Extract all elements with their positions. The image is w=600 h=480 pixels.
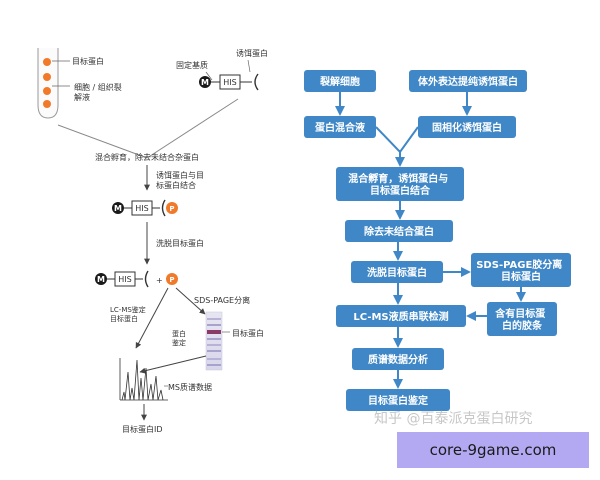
flow-text-band: 含有目标蛋 白的胶条 (495, 307, 548, 332)
m-label: M (201, 78, 209, 87)
label-lcms-ident: LC-MS鉴定 目标蛋白 (110, 305, 148, 323)
label-cell-lysate-l2: 解液 (74, 92, 90, 102)
flow-box-sds (471, 253, 571, 287)
flow-box-immobilize (418, 116, 516, 138)
flow-text-mix: 蛋白混合液 (315, 121, 365, 134)
label-ms-data: MS质谱数据 (168, 382, 212, 392)
label-immobilized-substrate: 固定基质 (176, 60, 208, 70)
flow-box-lyse (304, 70, 376, 92)
flow-text-lcms: LC-MS液质串联检测 (353, 310, 448, 323)
his-label: HIS (223, 78, 236, 87)
label-bait-protein: 诱饵蛋白 (236, 48, 268, 58)
his-label: HIS (118, 275, 131, 284)
label-bait-target-binding: 诱饵蛋白与目 标蛋白结合 (156, 170, 207, 190)
flow-box-band (487, 302, 557, 336)
flow-text-immobilize: 固相化诱饵蛋白 (432, 121, 502, 134)
label-elute: 洗脱目标蛋白 (156, 238, 204, 248)
label-incubate: 混合孵育，除去未结合杂蛋白 (95, 152, 199, 162)
flow-box-ms-analysis (352, 348, 444, 370)
flow-text-identify: 目标蛋白鉴定 (368, 394, 428, 407)
flow-text-remove: 除去未结合蛋白 (364, 225, 434, 238)
flow-text-express: 体外表达提纯诱饵蛋白 (418, 75, 518, 88)
flow-text-sds: SDS-PAGE胶分离 目标蛋白 (476, 258, 566, 283)
m-label: M (114, 204, 122, 213)
label-target-id: 目标蛋白ID (122, 424, 163, 434)
label-sds-sep: SDS-PAGE分离 (194, 295, 250, 305)
sds-gel-icon (205, 311, 223, 371)
flow-text-elute: 洗脱目标蛋白 (367, 266, 427, 279)
p-label: P (169, 276, 174, 284)
label-cell-lysate: 细胞 / 组织裂 解液 (74, 82, 124, 102)
flow-box-mix (304, 116, 376, 138)
flow-box-express (409, 70, 527, 92)
eluted-complex: M HIS + P (95, 270, 178, 288)
flow-text-incubate: 混合孵育，诱饵蛋白与 目标蛋白结合 (348, 172, 451, 197)
his-label: HIS (135, 204, 148, 213)
label-cell-lysate-l1: 细胞 / 组织裂 (74, 82, 122, 92)
label-target-protein: 目标蛋白 (72, 56, 104, 66)
site-banner[interactable]: core-9game.com (397, 432, 589, 468)
m-label: M (97, 275, 105, 284)
bait-molecule-top: M HIS (199, 73, 259, 91)
p-label: P (169, 205, 174, 213)
flow-box-remove (345, 220, 453, 242)
merge-lines (375, 126, 419, 154)
label-target-band: 目标蛋白 (232, 328, 264, 338)
label-protein-ident: 蛋白 鉴定 (172, 329, 188, 347)
flow-box-incubate (336, 167, 464, 201)
flow-box-identify (346, 389, 450, 411)
ms-spectrum-icon (119, 358, 168, 401)
plus-sign: + (156, 276, 163, 285)
watermark: 知乎 @百泰派克蛋白研究 (374, 411, 533, 427)
bound-complex: M HIS P (112, 199, 178, 217)
flow-text-lyse: 裂解细胞 (319, 75, 360, 88)
test-tube-icon (37, 48, 59, 119)
flow-box-elute (351, 261, 443, 283)
flow-text-ms-analysis: 质谱数据分析 (368, 353, 428, 366)
flow-box-lcms (336, 305, 466, 327)
